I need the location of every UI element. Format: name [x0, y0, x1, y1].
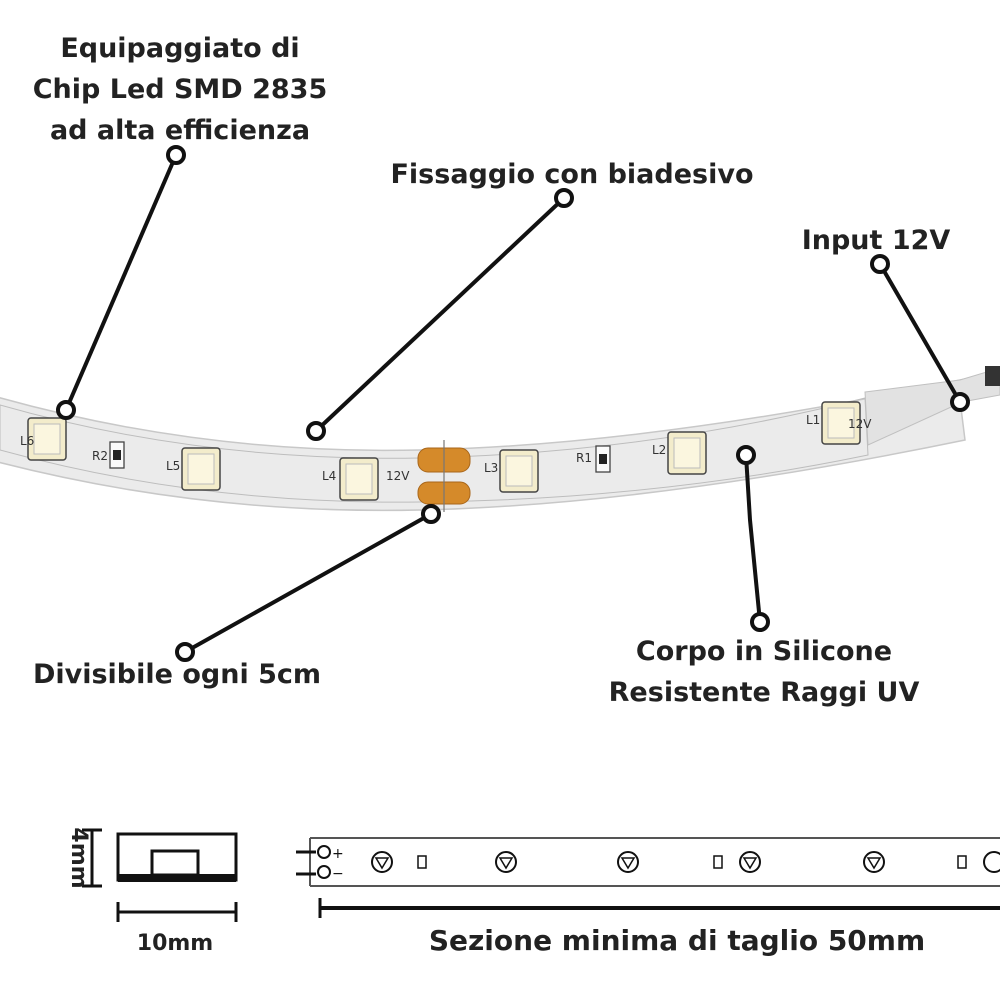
strip-top-view: + − Sezione minima di taglio 50mm — [296, 837, 1000, 957]
callout-adhesive: Fissaggio con biadesivo — [390, 159, 753, 190]
callout-line-adhesive — [314, 196, 566, 433]
cut-section-label: Sezione minima di taglio 50mm — [429, 924, 925, 957]
callout-chip-line1: Equipaggiato di — [60, 33, 299, 64]
led-chip: L6 — [20, 417, 67, 461]
cut-pads — [417, 440, 471, 512]
resistor: R2 — [92, 441, 125, 469]
callout-input: Input 12V — [802, 225, 951, 256]
led-strip: L6 L5 L4 L3 L2 L1 — [0, 366, 1000, 512]
callout-line-body — [744, 454, 762, 623]
callout-dots — [56, 145, 970, 662]
led-icon — [863, 851, 885, 873]
callout-line-chip — [64, 154, 178, 411]
led-icon — [983, 851, 1000, 873]
led-chip: L4 — [322, 457, 379, 501]
resistor: R1 — [576, 445, 611, 473]
led-chip: L1 — [806, 401, 861, 445]
led-label: L3 — [484, 461, 498, 475]
callout-chip-line3: ad alta efficienza — [50, 115, 310, 146]
led-icon — [617, 851, 639, 873]
led-icon — [739, 851, 761, 873]
resistor-label: R2 — [92, 449, 108, 463]
voltage-mark: 12V — [386, 469, 410, 483]
callout-line-divisible — [184, 512, 432, 654]
terminals: + − — [296, 845, 344, 882]
pcb-outline — [0, 397, 869, 503]
resistor-icon — [957, 855, 967, 869]
resistor-icon — [713, 855, 723, 869]
callout-chip-line2: Chip Led SMD 2835 — [33, 74, 328, 105]
callout-body-line1: Corpo in Silicone — [636, 636, 892, 667]
voltage-mark: 12V — [848, 417, 872, 431]
led-icon — [495, 851, 517, 873]
resistor-icon — [417, 855, 427, 869]
cable-wire — [985, 366, 1000, 386]
input-cable — [864, 367, 1000, 446]
led-label: L5 — [166, 459, 180, 473]
callout-body-line2: Resistente Raggi UV — [609, 677, 920, 708]
callout-line-input — [878, 262, 962, 404]
cross-section: 4mm 10mm — [66, 827, 238, 956]
led-label: L6 — [20, 434, 34, 448]
led-chip: L5 — [166, 447, 221, 491]
led-chip: L2 — [652, 431, 707, 475]
led-icon — [371, 851, 393, 873]
height-dimension-label: 4mm — [66, 827, 91, 888]
led-label: L1 — [806, 413, 820, 427]
led-chip: L3 — [484, 449, 539, 493]
callout-lines — [64, 154, 962, 654]
width-dimension-label: 10mm — [137, 931, 213, 956]
resistor-label: R1 — [576, 451, 592, 465]
terminal-plus: + — [332, 846, 344, 862]
led-label: L2 — [652, 443, 666, 457]
led-label: L4 — [322, 469, 336, 483]
callout-divisible: Divisibile ogni 5cm — [33, 659, 321, 690]
terminal-minus: − — [332, 866, 344, 882]
